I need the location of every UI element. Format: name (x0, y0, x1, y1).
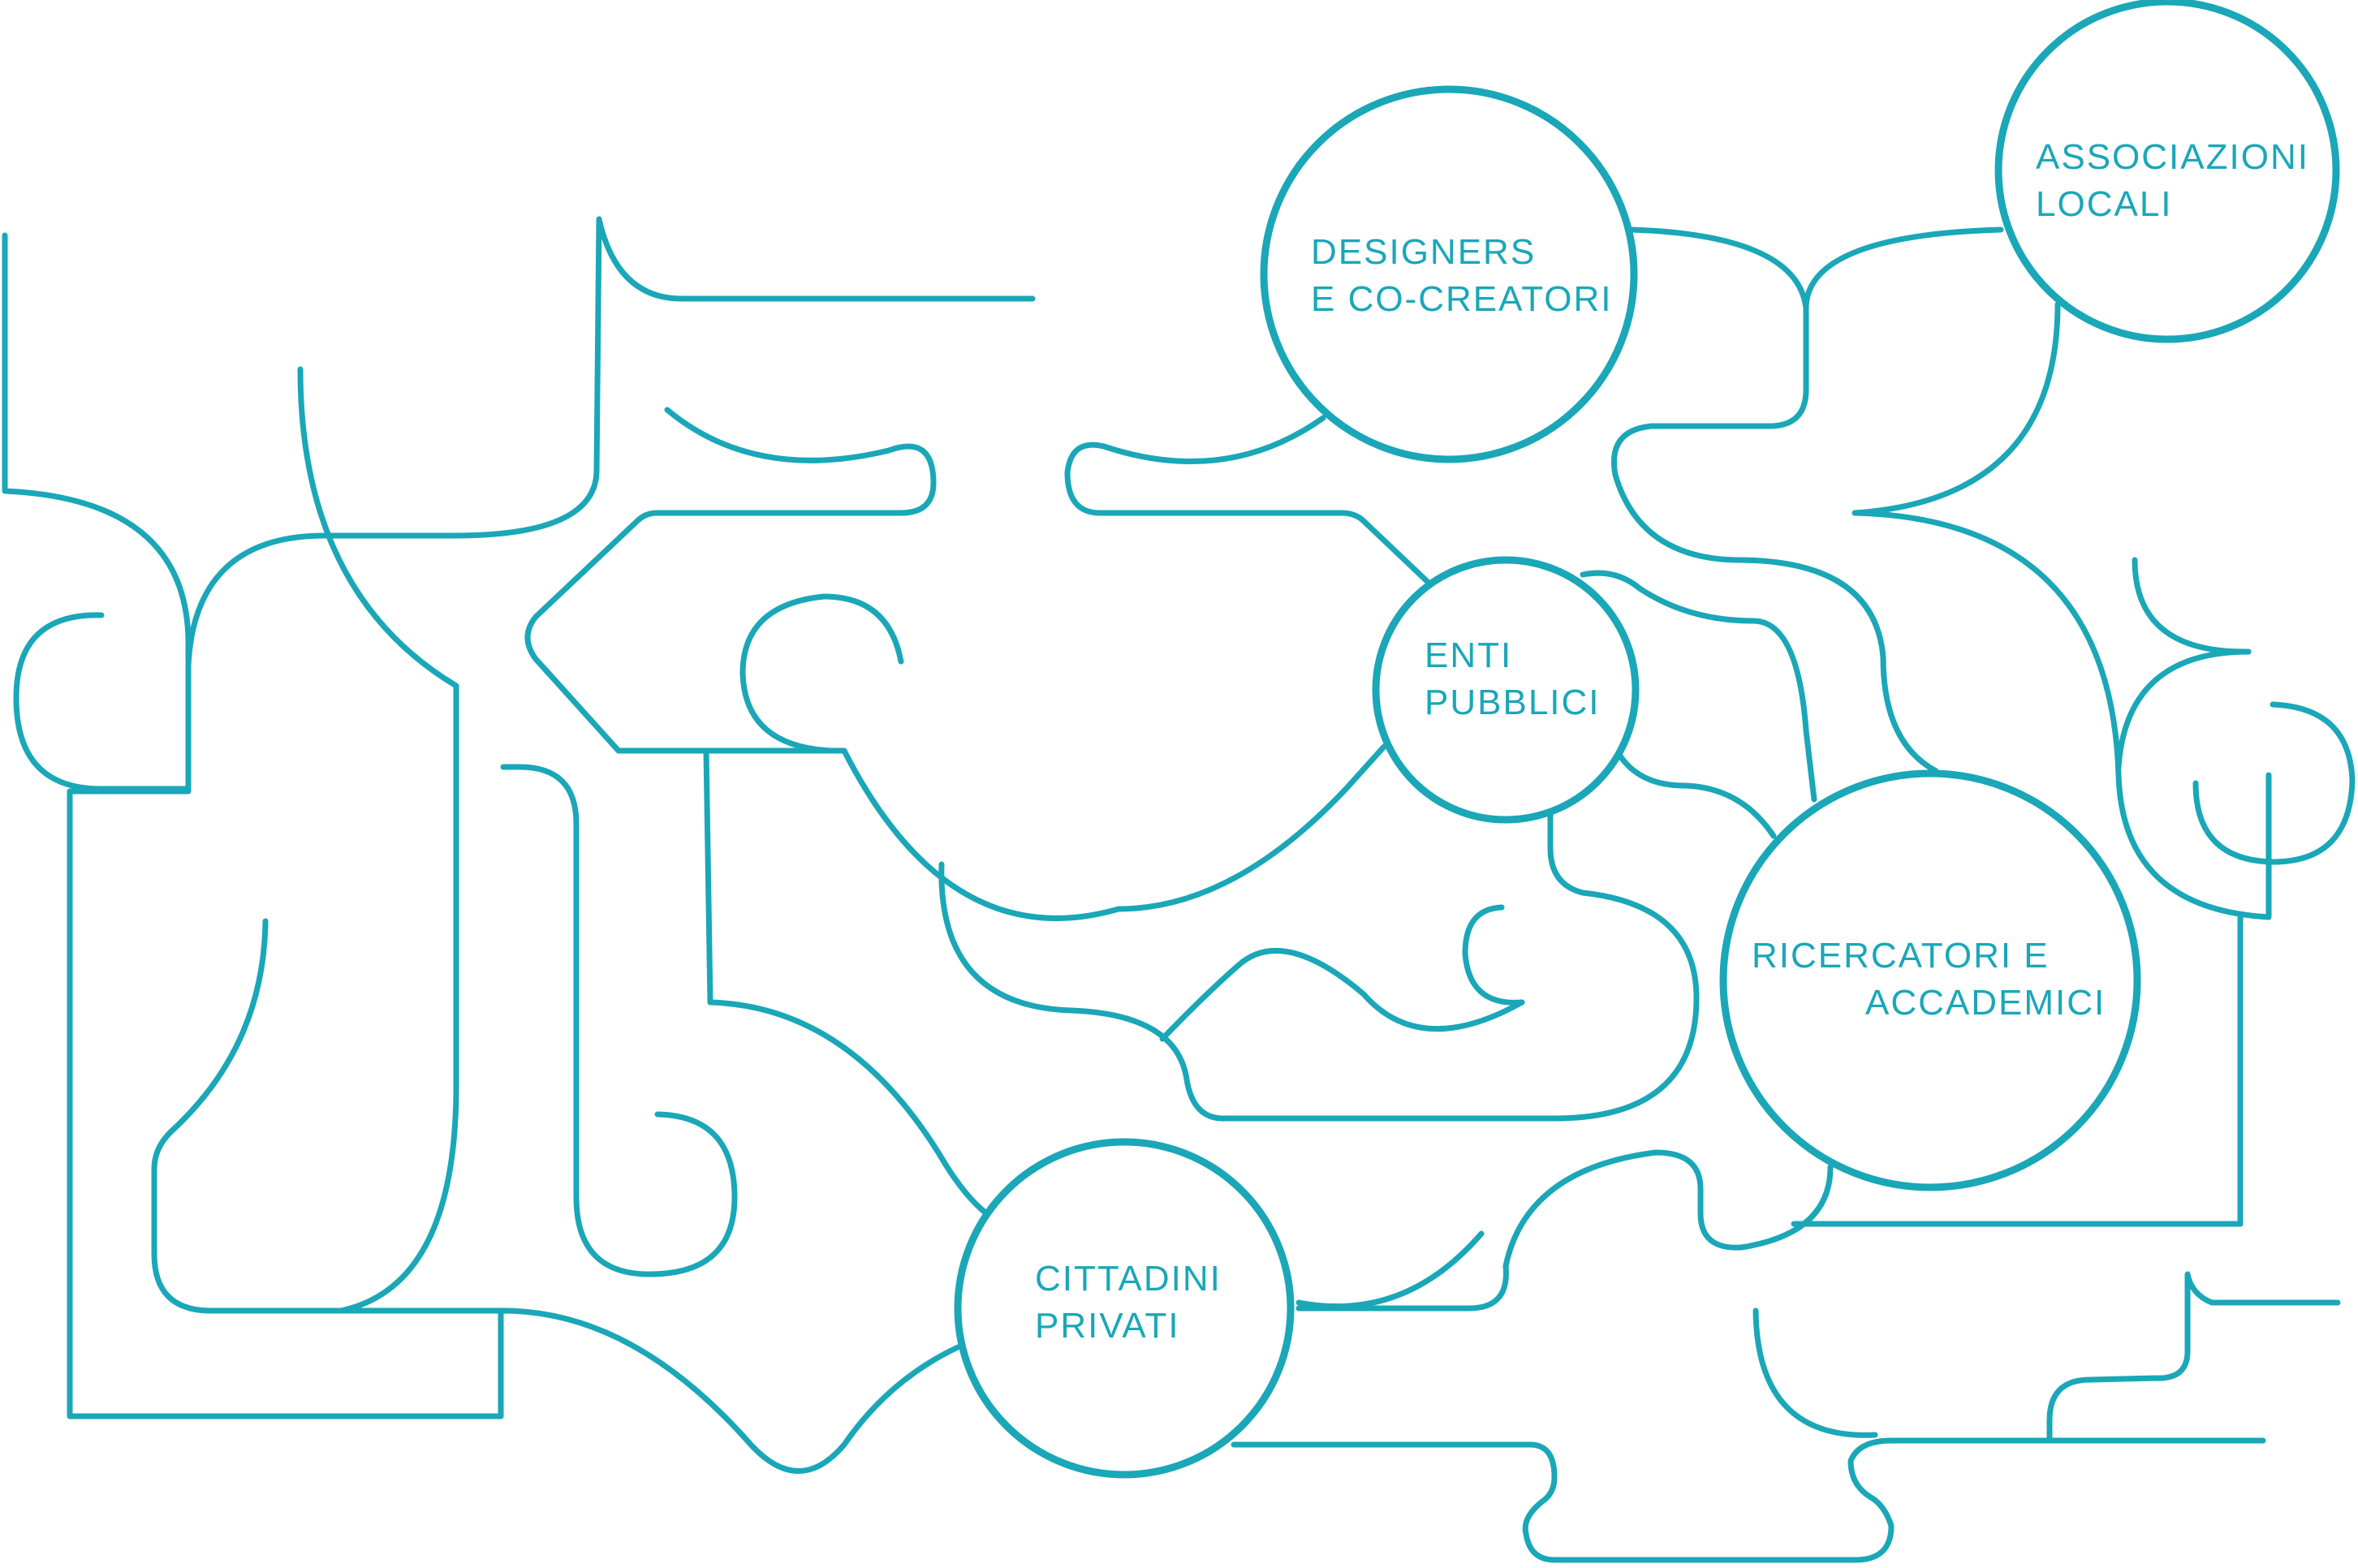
node-label-line: ENTI (1425, 635, 1512, 675)
node-label-line: PRIVATI (1035, 1306, 1180, 1346)
connector-line (664, 407, 937, 516)
connector-line (703, 747, 989, 1217)
node-label-line: DESIGNERS (1311, 232, 1536, 272)
connector-line (1616, 752, 1777, 839)
connector-line (1752, 1307, 1878, 1438)
connector-line (2192, 701, 2356, 865)
stakeholder-nodes: DESIGNERS E CO-CREATORI ASSOCIAZIONI LOCALI… (954, 0, 2340, 1479)
connector-line (151, 366, 459, 1314)
node-circle (1719, 769, 2141, 1191)
node-cittadini: CITTADINI PRIVATI (954, 1138, 1295, 1479)
connector-line (1462, 904, 1525, 1006)
connector-line (1295, 1230, 1485, 1310)
connector-line (2, 232, 504, 1419)
connector-line (1064, 415, 1432, 586)
node-circle (1260, 85, 1638, 463)
node-label-line: CITTADINI (1035, 1259, 1222, 1299)
node-circle (1994, 0, 2340, 343)
connector-line (500, 764, 738, 1277)
connector-line (739, 593, 904, 754)
connector-line (1851, 301, 2272, 920)
connector-line (338, 1307, 961, 1474)
connector-line (524, 510, 1387, 921)
connector-line (2046, 1271, 2341, 1441)
connector-line (1295, 1149, 1834, 1312)
node-label-line: PUBBLICI (1425, 683, 1601, 722)
node-ricercatori: RICERCATORI E ACCADEMICI (1719, 769, 2141, 1191)
node-label-line: LOCALI (2036, 184, 2173, 224)
node-label-line: ASSOCIAZIONI (2036, 137, 2309, 177)
connector-line (1803, 226, 2004, 312)
node-label-line: ACCADEMICI (1865, 983, 2106, 1023)
connector-line (2132, 557, 2252, 655)
node-designers: DESIGNERS E CO-CREATORI (1260, 85, 1638, 463)
node-label-line: RICERCATORI E (1752, 936, 2050, 976)
node-associazioni: ASSOCIAZIONI LOCALI (1994, 0, 2340, 343)
node-enti: ENTI PUBBLICI (1372, 556, 1640, 824)
node-label-line: E CO-CREATORI (1311, 279, 1613, 319)
connector-line (938, 808, 1700, 1122)
node-circle (954, 1138, 1295, 1479)
connector-lines (2, 216, 2356, 1563)
connector-line (13, 612, 192, 792)
connector-line (1611, 226, 1939, 774)
connector-line (1159, 948, 1525, 1042)
node-circle (1372, 556, 1640, 824)
connector-line (1580, 570, 1817, 803)
connector-line (185, 216, 1036, 669)
connector-line (1791, 914, 2244, 1227)
connector-line (1231, 1437, 2266, 1563)
connector-line (2115, 648, 2252, 770)
